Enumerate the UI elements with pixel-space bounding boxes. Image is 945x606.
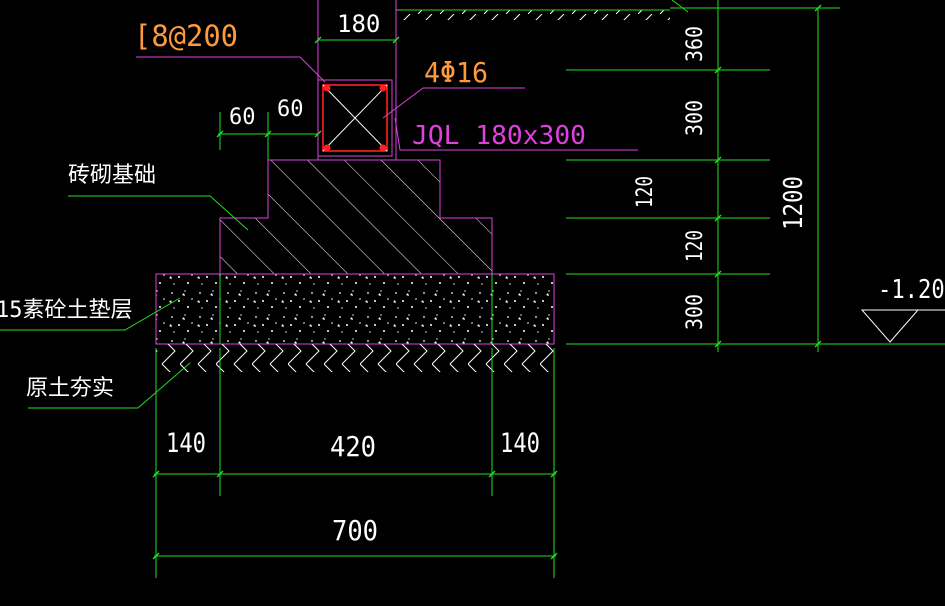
- dim-v-total: 1200: [779, 176, 809, 230]
- concrete-cushion: [155, 273, 555, 345]
- dim-v-360: 360: [683, 26, 708, 62]
- leaders: [0, 56, 638, 409]
- elevation-marker: [860, 309, 945, 343]
- dim-step-right: 60: [277, 97, 304, 122]
- dim-total-width: 700: [332, 514, 378, 547]
- rebar-dots: [323, 84, 387, 152]
- stirrup-label: [8@200: [134, 19, 238, 53]
- brick-foundation-label: 砖砌基础: [68, 163, 156, 188]
- compacted-soil: [156, 344, 554, 372]
- dim-v-120-b: 120: [683, 230, 708, 262]
- vertical-dimension-texts: 360 300 120 120 300 1200: [633, 26, 809, 330]
- dim-v-300-top: 300: [683, 100, 708, 136]
- dimension-ticks: [152, 4, 822, 560]
- dim-v-120-a: 120: [633, 176, 658, 208]
- cushion-label: 15素砼土垫层: [0, 298, 133, 323]
- brick-foundation: [219, 159, 493, 275]
- stirrup: [322, 84, 388, 152]
- dim-bottom-mid: 420: [330, 430, 376, 463]
- dim-bottom-right: 140: [500, 428, 540, 459]
- dim-wall-width: 180: [337, 10, 380, 38]
- beam-cross: [322, 84, 388, 152]
- dimension-lines: [154, 0, 945, 578]
- soil-label: 原土夯实: [26, 376, 114, 401]
- ground-hatch: [400, 10, 670, 20]
- rebar-label: 4Φ16: [424, 56, 488, 89]
- beam-label: JQL 180x300: [412, 121, 586, 151]
- elevation-label: -1.200: [878, 275, 945, 305]
- dim-v-300-bottom: 300: [683, 294, 708, 330]
- ring-beam: [317, 79, 393, 157]
- dim-step-left: 60: [229, 105, 256, 130]
- dim-bottom-left: 140: [166, 428, 206, 459]
